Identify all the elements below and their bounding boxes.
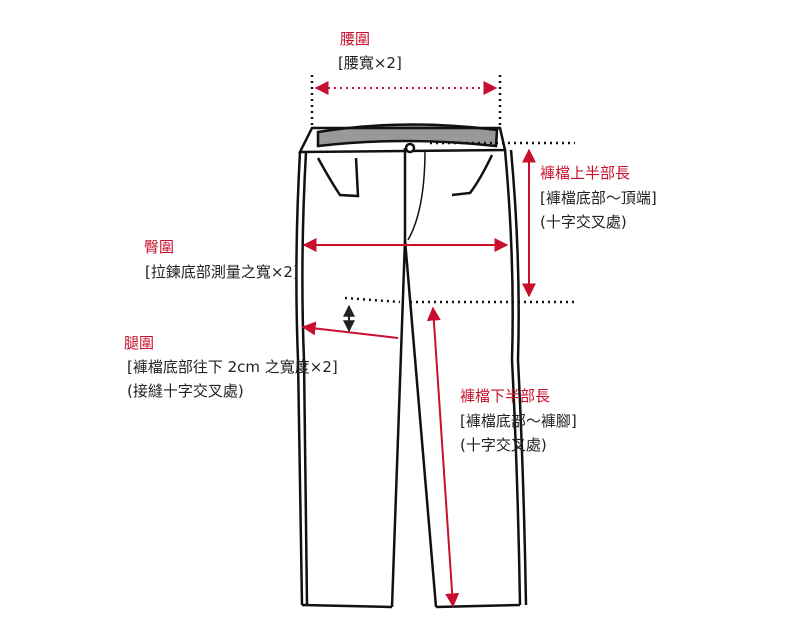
right-outer-seam-stitch — [509, 149, 528, 606]
thigh-title: 腿圍 — [124, 334, 155, 352]
rise-note2: (十字交叉處) — [540, 213, 627, 231]
waistband-inside — [316, 123, 499, 148]
fly-stitch — [407, 149, 426, 241]
left-pocket — [316, 157, 360, 198]
inseam-arrow — [426, 306, 460, 608]
inseam-note2: (十字交叉處) — [460, 436, 547, 454]
hip-note: [拉鍊底部測量之寬×2] — [145, 263, 299, 281]
waist-guide-lines — [310, 75, 502, 125]
pants-outline — [295, 123, 528, 609]
inseam-title: 褲檔下半部長 — [460, 387, 551, 405]
crotch-guide-line — [344, 296, 575, 304]
thigh-arrow — [301, 321, 399, 339]
right-outer-seam — [503, 149, 522, 606]
right-inseam — [403, 239, 438, 608]
thigh-note2: (接縫十字交叉處) — [127, 382, 244, 400]
right-pocket — [451, 154, 494, 197]
rise-note: [褲檔底部～頂端] — [540, 189, 657, 207]
left-outer-seam — [295, 151, 304, 606]
rise-title: 褲檔上半部長 — [540, 164, 631, 182]
left-outer-seam-stitch — [301, 151, 309, 606]
hip-title: 臀圍 — [144, 238, 175, 256]
button-icon — [404, 142, 416, 154]
left-inseam — [390, 239, 407, 608]
thigh-note: [褲檔底部往下 2cm 之寬度×2] — [127, 358, 338, 376]
inseam-note: [褲檔底部～褲腳] — [460, 412, 577, 430]
measurement-arrows — [301, 81, 536, 608]
guide-lines — [310, 75, 575, 304]
waist-title: 腰圍 — [340, 30, 371, 48]
waist-note: [腰寬×2] — [338, 54, 402, 72]
leg-hems — [301, 603, 521, 609]
